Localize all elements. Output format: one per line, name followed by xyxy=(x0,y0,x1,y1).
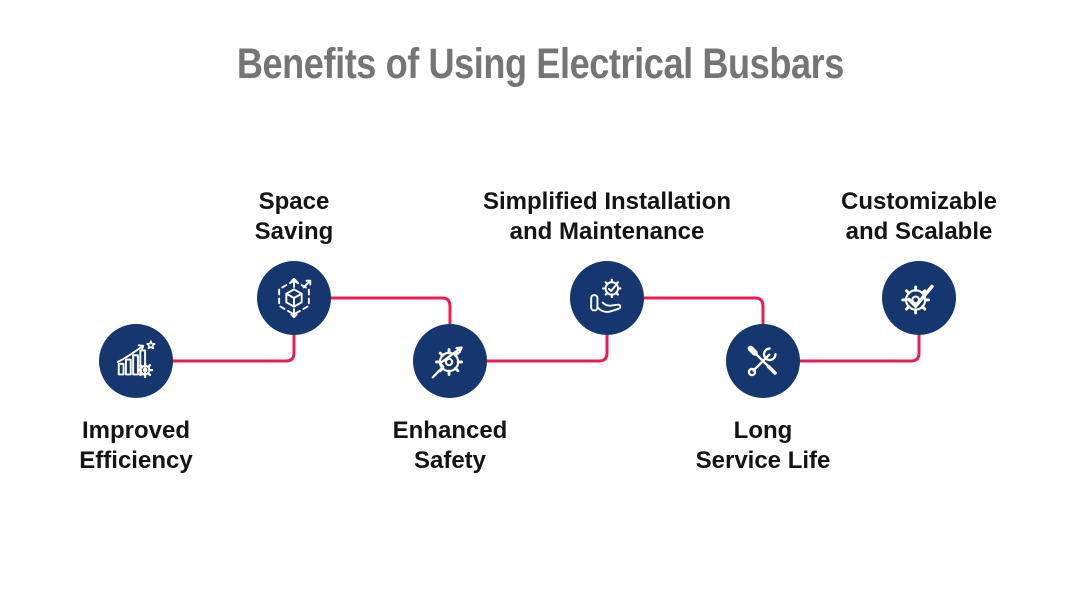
growth-chart-gear-icon xyxy=(116,340,156,379)
benefit-label-customizable-scalable: Customizable and Scalable xyxy=(840,188,998,245)
hand-holding-gear-icon xyxy=(590,278,622,313)
benefit-circle-long-service-life xyxy=(726,324,800,398)
benefit-circle-space-saving xyxy=(257,261,331,335)
page-title-text: Benefits of Using Electrical Busbars xyxy=(236,40,844,88)
gear-lightning-icon xyxy=(431,346,463,379)
page-title: Benefits of Using Electrical Busbars xyxy=(0,40,1080,89)
cube-expand-icon xyxy=(278,277,312,319)
benefit-label-simplified-installation: Simplified Installation and Maintenance xyxy=(482,188,732,245)
wrench-screwdriver-icon xyxy=(747,345,777,377)
benefit-circle-improved-efficiency xyxy=(99,324,173,398)
gear-checkmark-icon xyxy=(901,284,934,315)
benefit-label-long-service-life: Long Service Life xyxy=(695,417,831,474)
benefit-label-improved-efficiency: Improved Efficiency xyxy=(79,417,193,474)
benefit-circle-enhanced-safety xyxy=(413,324,487,398)
benefit-label-space-saving: Space Saving xyxy=(254,188,334,245)
connector-path xyxy=(134,296,921,363)
benefit-circle-customizable-scalable xyxy=(882,261,956,335)
benefit-circle-simplified-installation xyxy=(570,261,644,335)
benefit-label-enhanced-safety: Enhanced Safety xyxy=(392,417,508,474)
